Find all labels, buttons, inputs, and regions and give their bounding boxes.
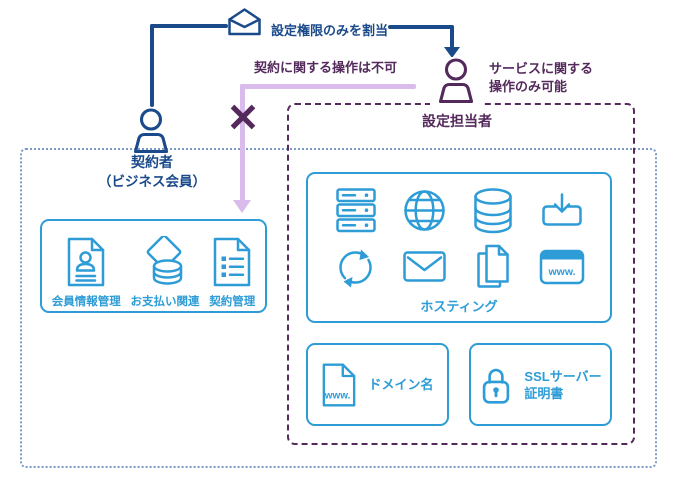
- contractor-services-box: 会員情報管理 お支払い関連: [40, 219, 267, 313]
- contractor-title: 契約者 （ビジネス会員）: [61, 153, 243, 191]
- allowed-label: サービスに関する 操作のみ可能: [489, 60, 593, 96]
- globe-icon: [395, 188, 455, 233]
- browser-icon: www.: [532, 249, 592, 285]
- admin-title: 設定担当者: [422, 113, 492, 129]
- sync-icon: [326, 245, 386, 289]
- contractor-scope-box: [20, 148, 657, 468]
- hosting-icon-row-1: [322, 186, 596, 235]
- ssl-label-line1: SSLサーバー: [524, 368, 602, 384]
- mail-icon: [395, 251, 455, 282]
- allowed-label-line2: 操作のみ可能: [489, 79, 568, 94]
- lavender-arrow-icon: [233, 200, 251, 213]
- copy-icon: [463, 244, 523, 289]
- download-icon: [532, 192, 592, 229]
- hosting-label: ホスティング: [420, 299, 498, 314]
- service-label: 契約管理: [209, 296, 256, 308]
- forbidden-line-drop: [240, 84, 245, 202]
- service-member-info: 会員情報管理: [52, 236, 121, 309]
- member-info-icon: [66, 236, 106, 288]
- admin-person-icon: [430, 57, 482, 105]
- forbidden-label: 契約に関する操作は不可: [254, 60, 398, 75]
- padlock-icon: [479, 364, 513, 405]
- contractor-title-line1: 契約者: [131, 154, 173, 170]
- browser-www-text: www.: [547, 266, 575, 278]
- www-document-icon: www.: [321, 362, 357, 408]
- forbidden-line: [240, 84, 416, 89]
- service-label: お支払い関連: [130, 296, 200, 308]
- hosting-box: www. ホスティング: [306, 172, 612, 323]
- domain-label: ドメイン名: [368, 377, 434, 392]
- allowed-label-line1: サービスに関する: [489, 61, 594, 76]
- ssl-box: SSLサーバー 証明書: [469, 343, 612, 426]
- contract-icon: [212, 236, 252, 288]
- domain-www-text: www.: [324, 390, 351, 401]
- mail-open-icon: [227, 7, 262, 37]
- payment-icon: [142, 236, 188, 288]
- assign-line-left-drop: [150, 24, 154, 107]
- ssl-label: SSLサーバー 証明書: [524, 368, 601, 402]
- contractor-person-icon: [128, 107, 174, 155]
- ssl-label-line2: 証明書: [524, 385, 564, 401]
- down-arrow-icon: [444, 47, 460, 58]
- service-label: 会員情報管理: [51, 296, 121, 308]
- server-icon: [326, 188, 386, 233]
- assign-line-right-drop: [450, 25, 454, 48]
- assign-permission-label: 設定権限のみを割当: [271, 23, 389, 38]
- service-payment: お支払い関連: [131, 236, 200, 309]
- cross-icon: [228, 102, 258, 132]
- service-contract: 契約管理: [209, 236, 255, 309]
- assign-line-right: [388, 25, 454, 29]
- contractor-title-line2: （ビジネス会員）: [98, 174, 206, 189]
- assign-line-left: [150, 24, 228, 28]
- hosting-icon-row-2: www.: [322, 242, 596, 291]
- domain-box: www. ドメイン名: [306, 343, 449, 426]
- database-icon: [463, 187, 523, 234]
